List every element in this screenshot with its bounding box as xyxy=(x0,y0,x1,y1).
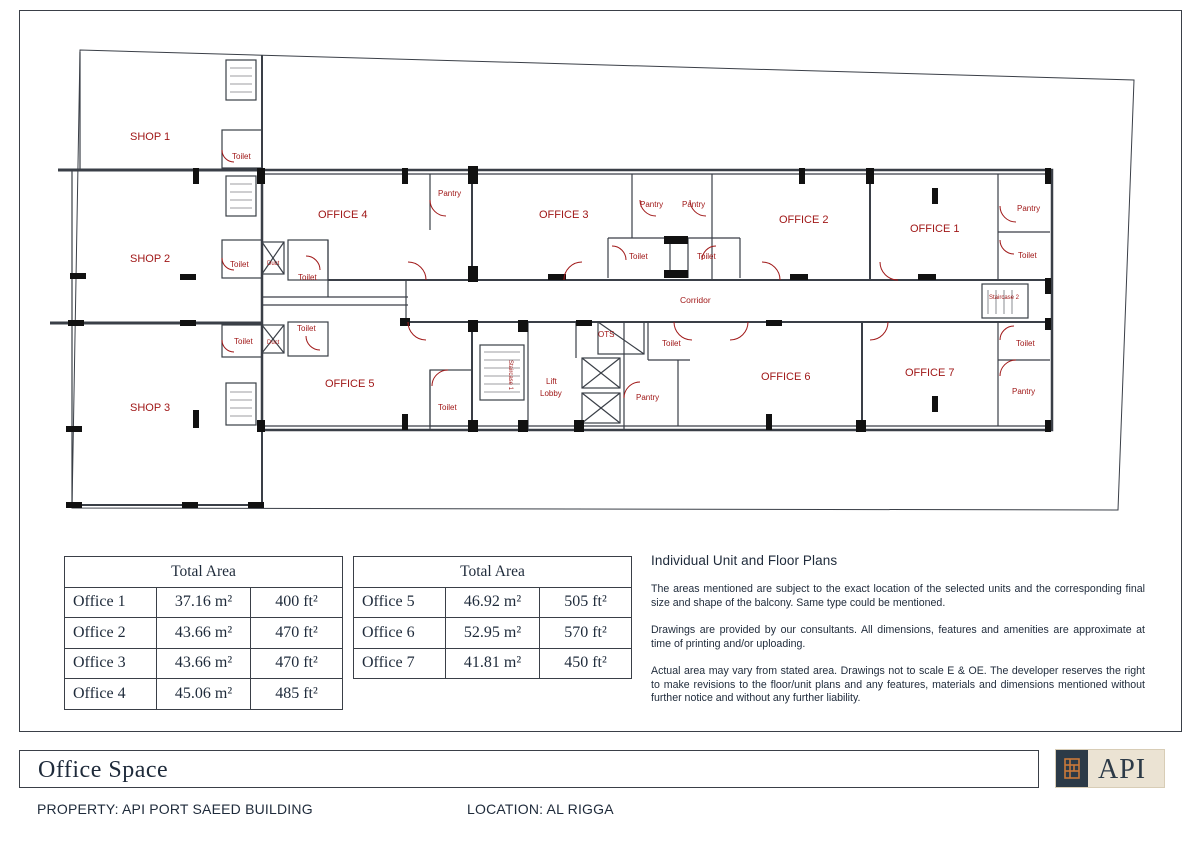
pantry-label: Pantry xyxy=(438,189,461,198)
notes-paragraph: The areas mentioned are subject to the e… xyxy=(651,583,1145,609)
api-logo: API xyxy=(1055,749,1165,788)
duct-label-1: Duct xyxy=(267,261,280,267)
toilet-label: Toilet xyxy=(629,252,648,261)
office-name: Office 4 xyxy=(64,678,157,710)
shop-1-label: SHOP 1 xyxy=(130,131,170,143)
pantry-label: Pantry xyxy=(1012,387,1035,396)
office-4-label: OFFICE 4 xyxy=(318,209,368,221)
area-m2: 41.81 m² xyxy=(445,647,540,679)
property-label: PROPERTY: API PORT SAEED BUILDING xyxy=(37,801,313,817)
office-name: Office 5 xyxy=(353,586,446,618)
toilet-label: Toilet xyxy=(234,337,253,346)
table-row: Office 2 43.66 m² 470 ft² xyxy=(64,617,343,649)
table-row: Office 4 45.06 m² 485 ft² xyxy=(64,678,343,710)
pantry-label: Pantry xyxy=(682,200,705,209)
area-m2: 43.66 m² xyxy=(156,617,251,649)
staircase-1-label: Staircase 1 xyxy=(507,360,513,391)
area-m2: 52.95 m² xyxy=(445,617,540,649)
corridor-label: Corridor xyxy=(680,295,711,305)
area-ft2: 570 ft² xyxy=(539,617,632,649)
office-name: Office 2 xyxy=(64,617,157,649)
logo-mark-icon xyxy=(1056,750,1088,787)
area-ft2: 470 ft² xyxy=(250,617,343,649)
office-name: Office 6 xyxy=(353,617,446,649)
page-title: Office Space xyxy=(38,757,169,783)
shop-3-label: SHOP 3 xyxy=(130,402,170,414)
area-ft2: 505 ft² xyxy=(539,586,632,618)
office-1-label: OFFICE 1 xyxy=(910,223,960,235)
ots-label: OTS xyxy=(598,330,614,339)
duct-label-2: Duct xyxy=(267,340,280,346)
toilet-label: Toilet xyxy=(662,339,681,348)
lift-lobby-label-1: Lift xyxy=(546,377,557,386)
pantry-label: Pantry xyxy=(1017,204,1040,213)
lift-lobby-label-2: Lobby xyxy=(540,389,562,398)
office-2-label: OFFICE 2 xyxy=(779,214,829,226)
table-row: Office 1 37.16 m² 400 ft² xyxy=(64,586,343,618)
office-name: Office 7 xyxy=(353,647,446,679)
table-row: Office 6 52.95 m² 570 ft² xyxy=(353,617,632,649)
area-m2: 46.92 m² xyxy=(445,586,540,618)
disclaimer-notes: Individual Unit and Floor Plans The area… xyxy=(651,553,1145,720)
area-ft2: 400 ft² xyxy=(250,586,343,618)
area-table-left: Total Area Office 1 37.16 m² 400 ft² Off… xyxy=(64,556,343,710)
toilet-label: Toilet xyxy=(438,403,457,412)
toilet-label: Toilet xyxy=(230,260,249,269)
office-7-label: OFFICE 7 xyxy=(905,367,955,379)
area-table-right: Total Area Office 5 46.92 m² 505 ft² Off… xyxy=(353,556,632,679)
area-m2: 45.06 m² xyxy=(156,678,251,710)
pantry-label: Pantry xyxy=(640,200,663,209)
notes-paragraph: Drawings are provided by our consultants… xyxy=(651,624,1145,650)
toilet-label: Toilet xyxy=(697,252,716,261)
toilet-label: Toilet xyxy=(298,273,317,282)
logo-text: API xyxy=(1098,754,1147,785)
office-3-label: OFFICE 3 xyxy=(539,209,589,221)
pantry-label: Pantry xyxy=(636,393,659,402)
shop-2-label: SHOP 2 xyxy=(130,253,170,265)
area-m2: 37.16 m² xyxy=(156,586,251,618)
area-ft2: 485 ft² xyxy=(250,678,343,710)
toilet-label: Toilet xyxy=(1016,339,1035,348)
title-bar: Office Space xyxy=(19,750,1039,788)
notes-title: Individual Unit and Floor Plans xyxy=(651,553,838,568)
table-row: Office 3 43.66 m² 470 ft² xyxy=(64,647,343,679)
table-header: Total Area xyxy=(353,556,632,588)
floor-plan: SHOP 1 SHOP 2 SHOP 3 OFFICE 1 OFFICE 2 O… xyxy=(50,49,1135,511)
table-row: Office 7 41.81 m² 450 ft² xyxy=(353,647,632,679)
location-label: LOCATION: AL RIGGA xyxy=(467,801,614,817)
staircase-2-label: Staircase 2 xyxy=(989,295,1020,301)
office-name: Office 1 xyxy=(64,586,157,618)
toilet-label: Toilet xyxy=(232,152,251,161)
area-m2: 43.66 m² xyxy=(156,647,251,679)
toilet-label: Toilet xyxy=(1018,251,1037,260)
table-row: Office 5 46.92 m² 505 ft² xyxy=(353,586,632,618)
notes-paragraph: Actual area may vary from stated area. D… xyxy=(651,665,1145,704)
table-header: Total Area xyxy=(64,556,343,588)
toilet-label: Toilet xyxy=(297,324,316,333)
office-6-label: OFFICE 6 xyxy=(761,371,811,383)
office-name: Office 3 xyxy=(64,647,157,679)
office-5-label: OFFICE 5 xyxy=(325,378,375,390)
area-ft2: 450 ft² xyxy=(539,647,632,679)
sheet-frame xyxy=(19,10,1182,732)
area-ft2: 470 ft² xyxy=(250,647,343,679)
